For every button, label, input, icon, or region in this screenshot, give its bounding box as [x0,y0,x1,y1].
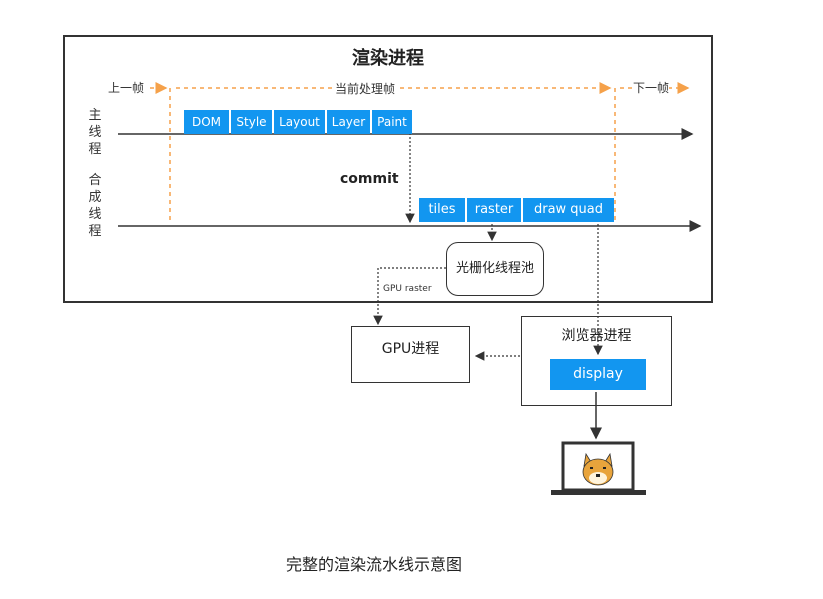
browser-process-label: 浏览器进程 [561,328,632,344]
figure-caption: 完整的渲染流水线示意图 [286,555,463,574]
stage-tiles: tiles [419,198,465,222]
compositor-thread-label: 合成线程 [88,173,102,239]
gpu-raster-arrow [373,267,446,326]
commit-label: commit [340,171,399,187]
stage-paint: Paint [372,110,412,134]
stage-raster: raster [467,198,521,222]
current-frame-label: 当前处理帧 [332,80,399,97]
prev-frame-label: 上一帧 [108,79,145,96]
next-frame-label: 下一帧 [633,79,670,96]
render-process-box [63,35,713,303]
display-block: display [550,359,646,390]
gpu-process-label: GPU进程 [381,341,440,357]
stage-style: Style [231,110,272,134]
browser-process-box [521,316,672,406]
stage-draw-quad: draw quad [523,198,614,222]
stage-dom: DOM [184,110,229,134]
gpu-process-box [351,326,470,383]
render-process-title: 渲染进程 [352,48,424,69]
stage-layer: Layer [327,110,370,134]
stage-layout: Layout [274,110,325,134]
gpu-raster-label: GPU raster [383,284,432,294]
main-thread-label: 主线程 [88,108,102,157]
raster-thread-pool: 光栅化线程池 [446,242,544,296]
